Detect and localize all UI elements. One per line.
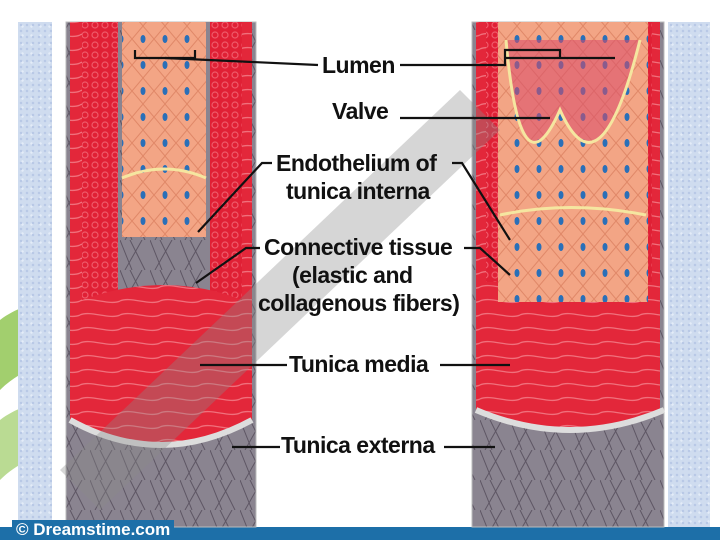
label-connective-line2: (elastic and — [292, 262, 413, 288]
label-endothelium-line1: Endothelium of — [276, 150, 437, 176]
bottom-bar — [0, 527, 720, 540]
label-connective-line1: Connective tissue — [264, 234, 453, 260]
watermark — [60, 90, 500, 510]
label-valve: Valve — [332, 98, 389, 124]
label-connective-line3: collagenous fibers) — [258, 290, 460, 316]
label-lumen: Lumen — [322, 52, 395, 78]
label-tunica-externa: Tunica externa — [281, 432, 435, 458]
label-endothelium-line2: tunica interna — [286, 178, 430, 204]
credit-text: © Dreamstime.com — [12, 520, 175, 540]
right-texture-panel — [668, 22, 710, 528]
left-texture-panel — [18, 22, 52, 528]
vein-illustration — [471, 21, 666, 528]
label-tunica-media: Tunica media — [289, 351, 429, 377]
leader-lines — [133, 48, 615, 449]
